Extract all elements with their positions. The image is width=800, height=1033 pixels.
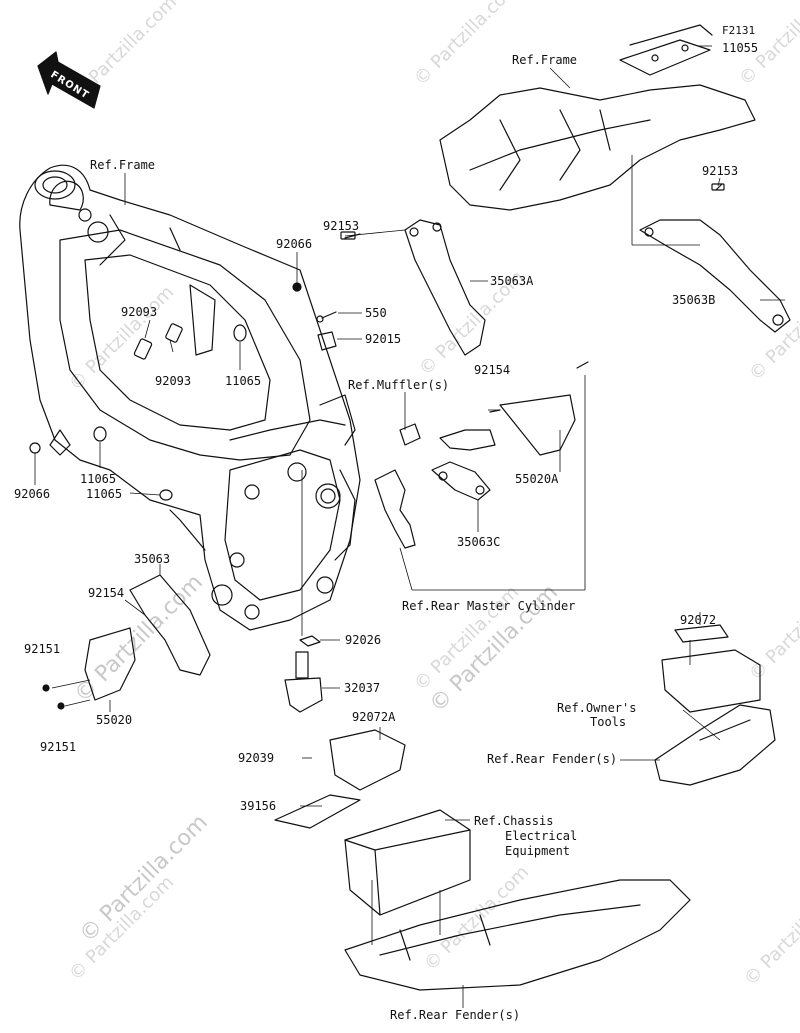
ref-rear-master-cylinder-label: Ref.Rear Master Cylinder (402, 599, 576, 613)
part-label-92066[interactable]: 92066 (276, 237, 313, 251)
ref-rear-fender-label: Ref.Rear Fender(s) (390, 1008, 521, 1022)
front-arrow-icon (37, 51, 101, 109)
part-label-39156[interactable]: 39156 (240, 799, 277, 813)
left-step-assembly (42, 574, 211, 710)
ref-rear-fender-label: Ref.Rear Fender(s) (487, 752, 618, 766)
part-label-550[interactable]: 550 (365, 306, 387, 320)
part-label-92093[interactable]: 92093 (155, 374, 192, 388)
part-label-92151[interactable]: 92151 (40, 740, 77, 754)
part-label-92026[interactable]: 92026 (345, 633, 382, 647)
part-label-92154[interactable]: 92154 (88, 586, 125, 600)
part-label-11065[interactable]: 11065 (86, 487, 123, 501)
leader-lines (34, 45, 785, 1008)
part-label-92151[interactable]: 92151 (24, 642, 61, 656)
ref-chassis-label: Ref.Chassis (474, 814, 554, 828)
part-label-55020[interactable]: 55020 (96, 713, 133, 727)
part-label-92153[interactable]: 92153 (323, 219, 360, 233)
part-label-92072A[interactable]: 92072A (352, 710, 396, 724)
part-label-92072[interactable]: 92072 (680, 613, 717, 627)
part-label-35063C[interactable]: 35063C (457, 535, 501, 549)
part-label-92066[interactable]: 92066 (14, 487, 51, 501)
part-label-92153[interactable]: 92153 (702, 164, 739, 178)
ref-owners-tools-label: Tools (590, 715, 627, 729)
ref-frame-top-label: Ref.Frame (512, 53, 578, 67)
ref-frame-left-label: Ref.Frame (90, 158, 156, 172)
part-label-11065[interactable]: 11065 (80, 472, 117, 486)
part-label-92154[interactable]: 92154 (474, 363, 511, 377)
rear-subframe-drawing (439, 24, 756, 211)
small-parts-left (29, 282, 337, 501)
ref-chassis-label: Electrical (505, 829, 578, 843)
owners-tools-and-fender (654, 624, 776, 786)
part-label-11055[interactable]: 11055 (722, 41, 759, 55)
ref-owners-tools-label: Ref.Owner's (557, 701, 637, 715)
part-label-92039[interactable]: 92039 (238, 751, 275, 765)
part-label-32037[interactable]: 32037 (344, 681, 381, 695)
part-label-35063B[interactable]: 35063B (672, 293, 716, 307)
step-bracket-drawings (340, 183, 791, 356)
battery-and-rear-fender (274, 729, 691, 991)
ref-mufflers-label: Ref.Muffler(s) (348, 378, 450, 392)
part-label-11065[interactable]: 11065 (225, 374, 262, 388)
bolt-bracket (284, 635, 323, 713)
main-frame-drawing (19, 164, 361, 631)
diagram-code: F2131 (722, 24, 756, 37)
part-label-92015[interactable]: 92015 (365, 332, 402, 346)
part-label-35063[interactable]: 35063 (134, 552, 171, 566)
part-label-92093[interactable]: 92093 (121, 305, 158, 319)
part-label-55020A[interactable]: 55020A (515, 472, 559, 486)
ref-chassis-label: Equipment (505, 844, 571, 858)
part-label-35063A[interactable]: 35063A (490, 274, 534, 288)
